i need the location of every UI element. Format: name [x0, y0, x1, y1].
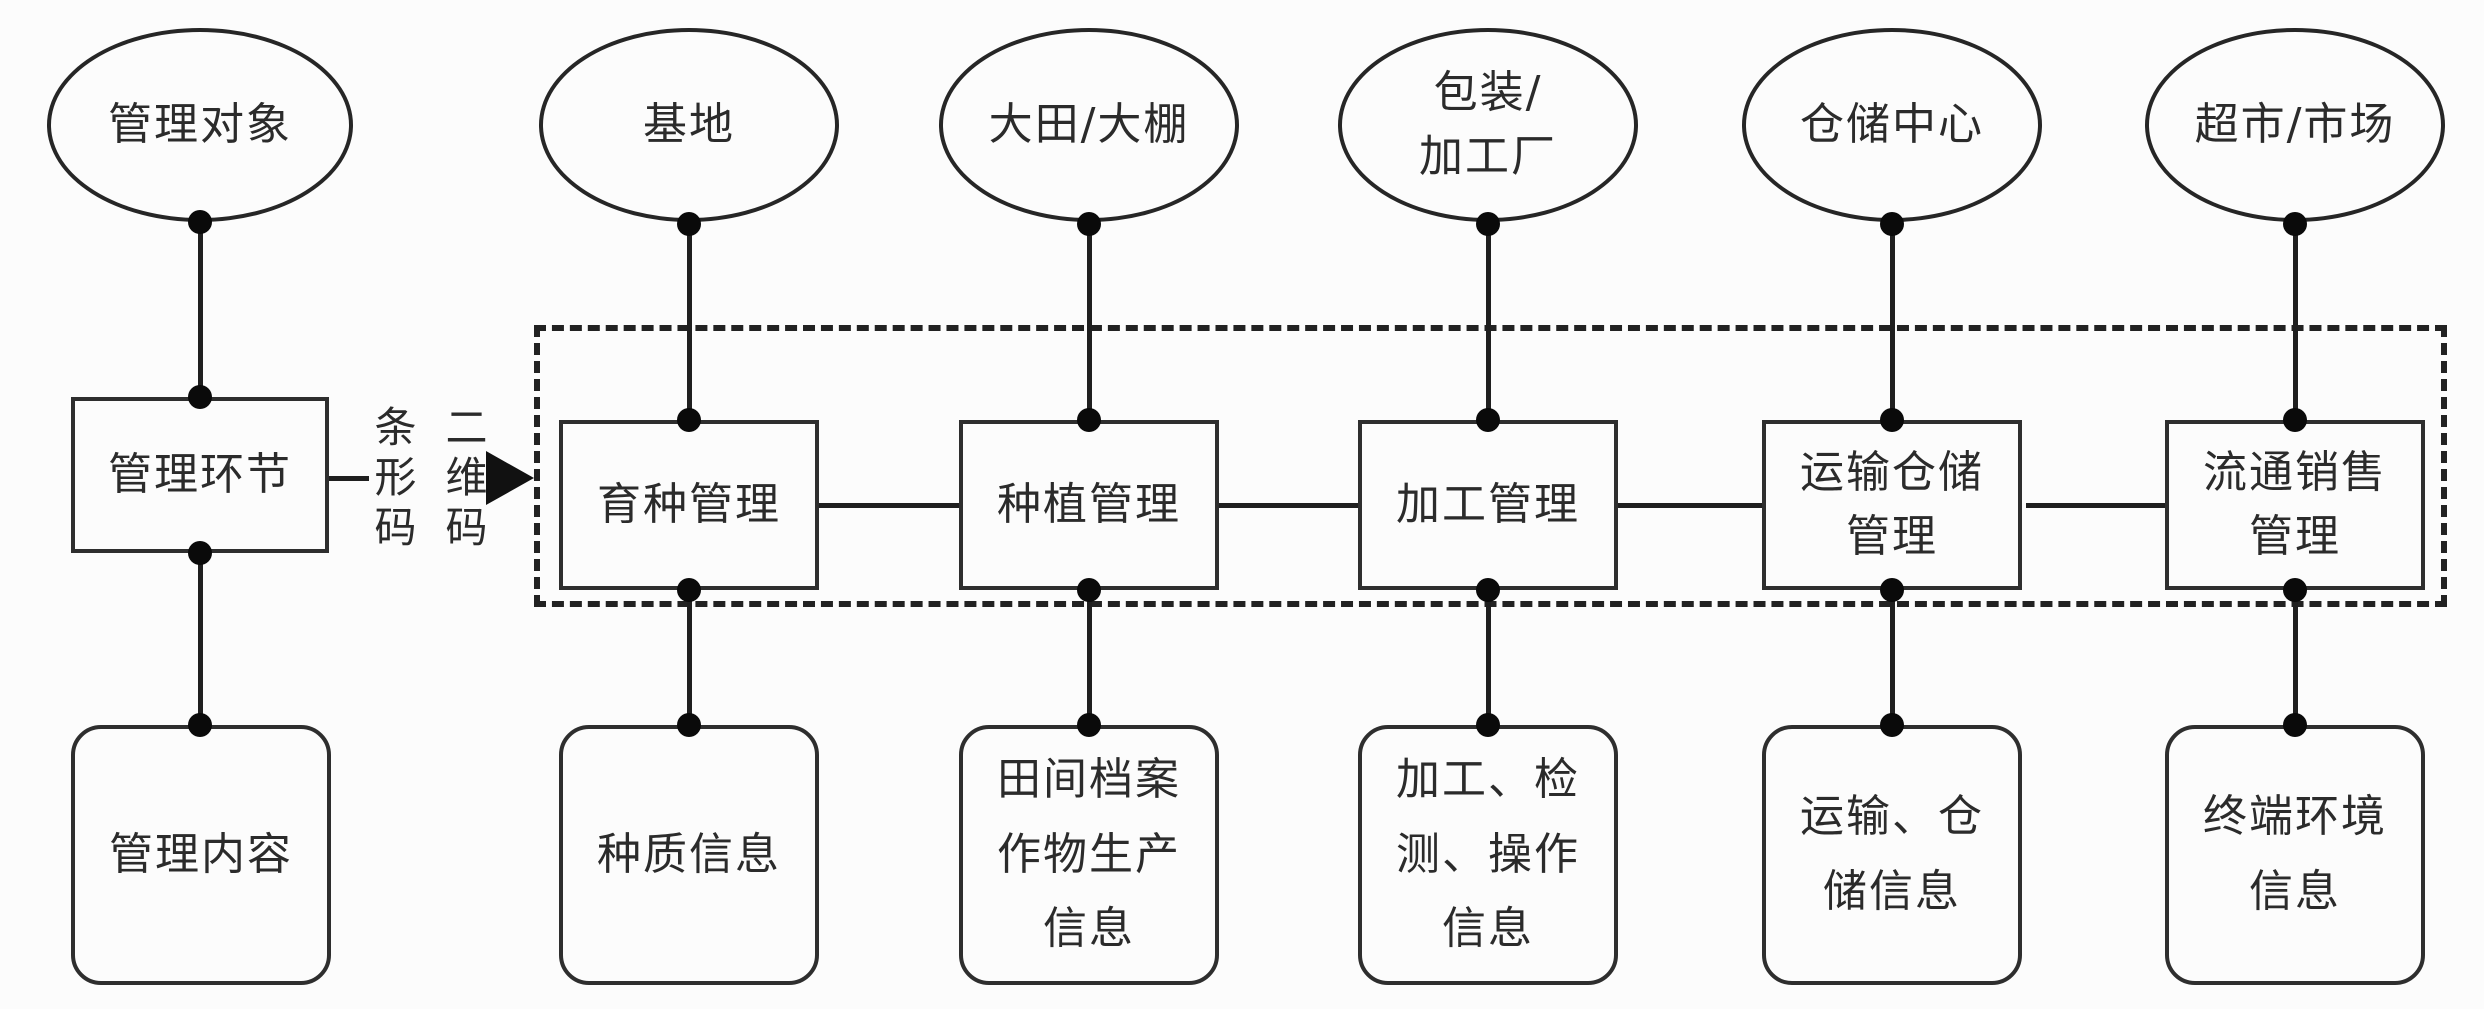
connector-line	[2293, 222, 2298, 420]
connector-line	[2293, 590, 2298, 725]
stage-box-distribution-sales-management-label: 流通销售 管理	[2203, 447, 2387, 562]
node-supermarket-market: 超市/市场	[2145, 28, 2445, 222]
barcode-label: 条形码	[368, 405, 417, 555]
connector-dot	[188, 385, 212, 409]
connector-dot	[677, 713, 701, 737]
connector-line	[1618, 503, 1762, 508]
connector-line	[1890, 590, 1895, 725]
content-box-germplasm-info-label: 种质信息	[597, 828, 781, 880]
node-management-object-label: 管理对象	[108, 99, 292, 151]
connector-line	[1087, 590, 1092, 725]
connector-dot	[677, 578, 701, 602]
connector-dot	[188, 541, 212, 565]
connector-dot	[1476, 713, 1500, 737]
connector-line	[687, 590, 692, 725]
connector-line	[198, 553, 203, 725]
node-base: 基地	[539, 28, 839, 222]
connector-dot	[1077, 408, 1101, 432]
node-packaging-processing-plant-label: 包装/ 加工厂	[1419, 67, 1557, 182]
node-supermarket-market-label: 超市/市场	[2194, 99, 2396, 151]
arrowhead-icon	[486, 451, 534, 505]
node-field-greenhouse: 大田/大棚	[939, 28, 1239, 222]
connector-dot	[188, 210, 212, 234]
stage-box-breeding-management-label: 育种管理	[597, 479, 781, 531]
connector-dot	[1476, 578, 1500, 602]
content-box-field-archive-crop-production-info: 田间档案 作物生产 信息	[959, 725, 1219, 985]
stage-box-planting-management: 种植管理	[959, 420, 1219, 590]
node-base-label: 基地	[643, 99, 735, 151]
stage-box-management-link: 管理环节	[71, 397, 329, 553]
connector-dot	[1476, 212, 1500, 236]
stage-box-processing-management-label: 加工管理	[1396, 479, 1580, 531]
node-management-object: 管理对象	[47, 28, 353, 222]
connector-dot	[1880, 578, 1904, 602]
connector-line	[1890, 222, 1895, 420]
connector-dot	[2283, 212, 2307, 236]
content-box-processing-testing-operation-info-label: 加工、检 测、操作 信息	[1396, 753, 1580, 955]
stage-box-management-link-label: 管理环节	[108, 449, 292, 501]
content-box-management-content-label: 管理内容	[109, 828, 293, 880]
connector-dot	[677, 212, 701, 236]
content-box-transport-storage-info-label: 运输、仓 储信息	[1800, 791, 1984, 917]
connector-dot	[1077, 713, 1101, 737]
connector-dot	[677, 408, 701, 432]
connector-line	[1087, 222, 1092, 420]
connector-dot	[2283, 408, 2307, 432]
connector-line	[819, 503, 959, 508]
content-box-terminal-environment-info-label: 终端环境 信息	[2203, 791, 2387, 917]
node-field-greenhouse-label: 大田/大棚	[988, 99, 1190, 151]
connector-line	[1486, 222, 1491, 420]
connector-line	[1219, 503, 1358, 508]
connector-line	[1486, 590, 1491, 725]
stage-box-transport-storage-management: 运输仓储 管理	[1762, 420, 2022, 590]
connector-line	[198, 222, 203, 397]
stage-box-distribution-sales-management: 流通销售 管理	[2165, 420, 2425, 590]
node-packaging-processing-plant: 包装/ 加工厂	[1338, 28, 1638, 222]
connector-line	[687, 222, 692, 420]
content-box-field-archive-crop-production-info-label: 田间档案 作物生产 信息	[997, 753, 1181, 955]
stage-box-breeding-management: 育种管理	[559, 420, 819, 590]
connector-line	[329, 476, 369, 481]
connector-dot	[2283, 713, 2307, 737]
stage-box-planting-management-label: 种植管理	[997, 479, 1181, 531]
connector-line	[2026, 503, 2165, 508]
node-storage-center-label: 仓储中心	[1800, 99, 1984, 151]
content-box-terminal-environment-info: 终端环境 信息	[2165, 725, 2425, 985]
connector-dot	[1077, 212, 1101, 236]
connector-dot	[1880, 408, 1904, 432]
connector-dot	[2283, 578, 2307, 602]
stage-box-processing-management: 加工管理	[1358, 420, 1618, 590]
content-box-germplasm-info: 种质信息	[559, 725, 819, 985]
content-box-management-content: 管理内容	[71, 725, 331, 985]
connector-dot	[1476, 408, 1500, 432]
connector-dot	[1077, 578, 1101, 602]
connector-dot	[1880, 212, 1904, 236]
content-box-processing-testing-operation-info: 加工、检 测、操作 信息	[1358, 725, 1618, 985]
content-box-transport-storage-info: 运输、仓 储信息	[1762, 725, 2022, 985]
connector-dot	[1880, 713, 1904, 737]
node-storage-center: 仓储中心	[1742, 28, 2042, 222]
connector-dot	[188, 713, 212, 737]
qrcode-label: 二维码	[439, 405, 488, 555]
stage-box-transport-storage-management-label: 运输仓储 管理	[1800, 447, 1984, 562]
